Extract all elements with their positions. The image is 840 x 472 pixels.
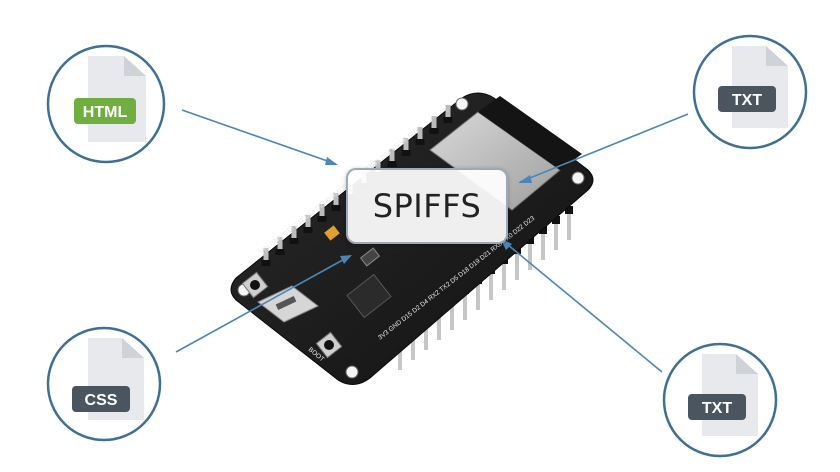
connector-txt-top bbox=[518, 113, 689, 183]
mounting-hole bbox=[455, 97, 469, 111]
html-file-label-bg bbox=[74, 98, 136, 124]
en-button-cap bbox=[250, 280, 260, 290]
css-file-icon: CSS bbox=[72, 338, 144, 420]
html-file-badge: HTML bbox=[46, 44, 166, 164]
boot-button-cap bbox=[324, 340, 334, 350]
mounting-hole bbox=[571, 171, 585, 185]
connector-css bbox=[175, 255, 352, 353]
html-file-icon: HTML bbox=[74, 56, 146, 142]
txt-file-badge-top: TXT bbox=[692, 34, 808, 150]
connectors bbox=[175, 109, 689, 373]
capacitor bbox=[324, 225, 340, 241]
txt-file-label-top: TXT bbox=[732, 92, 762, 109]
txt-file-badge-bottom: TXT bbox=[662, 342, 778, 458]
regulator bbox=[359, 247, 381, 267]
spiffs-label: SPIFFS bbox=[372, 187, 482, 225]
txt-file-label-bg-top bbox=[718, 86, 776, 112]
txt-file-icon-top: TXT bbox=[718, 46, 788, 128]
connector-html bbox=[181, 109, 338, 165]
css-file-label: CSS bbox=[85, 392, 118, 409]
css-file-badge: CSS bbox=[46, 326, 162, 442]
txt-file-label-bottom: TXT bbox=[702, 400, 732, 417]
antenna-area bbox=[478, 96, 582, 170]
spiffs-label-box: SPIFFS bbox=[346, 168, 508, 244]
txt-file-icon-bottom: TXT bbox=[688, 354, 758, 436]
css-file-label-bg bbox=[72, 386, 130, 412]
html-file-label: HTML bbox=[83, 104, 128, 121]
mounting-hole bbox=[345, 365, 359, 379]
txt-file-label-bg-bottom bbox=[688, 394, 746, 420]
usb-uart-chip bbox=[346, 273, 392, 319]
usb-slot bbox=[275, 296, 297, 310]
connector-txt-bottom bbox=[500, 238, 663, 373]
